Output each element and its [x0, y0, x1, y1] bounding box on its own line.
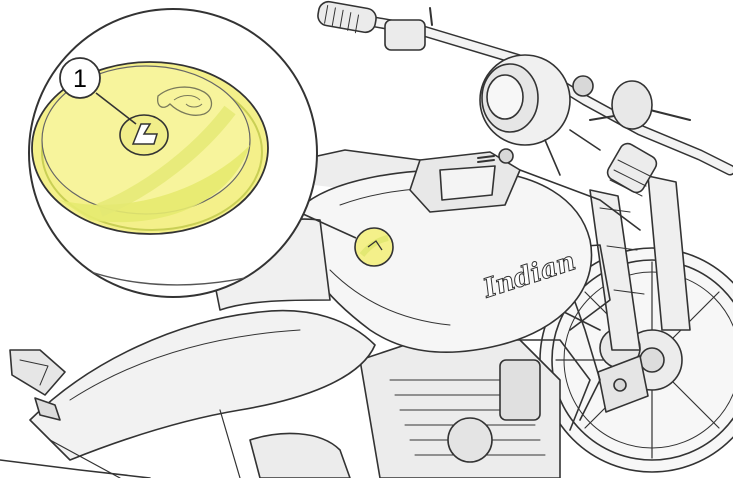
- rear-taillight: [10, 350, 65, 420]
- lower-frame: [0, 460, 150, 478]
- callout-number: 1: [73, 65, 87, 93]
- engine: [360, 340, 560, 478]
- rear-engine-cover: [250, 433, 350, 478]
- fuel-cap-location-marker: [355, 228, 393, 266]
